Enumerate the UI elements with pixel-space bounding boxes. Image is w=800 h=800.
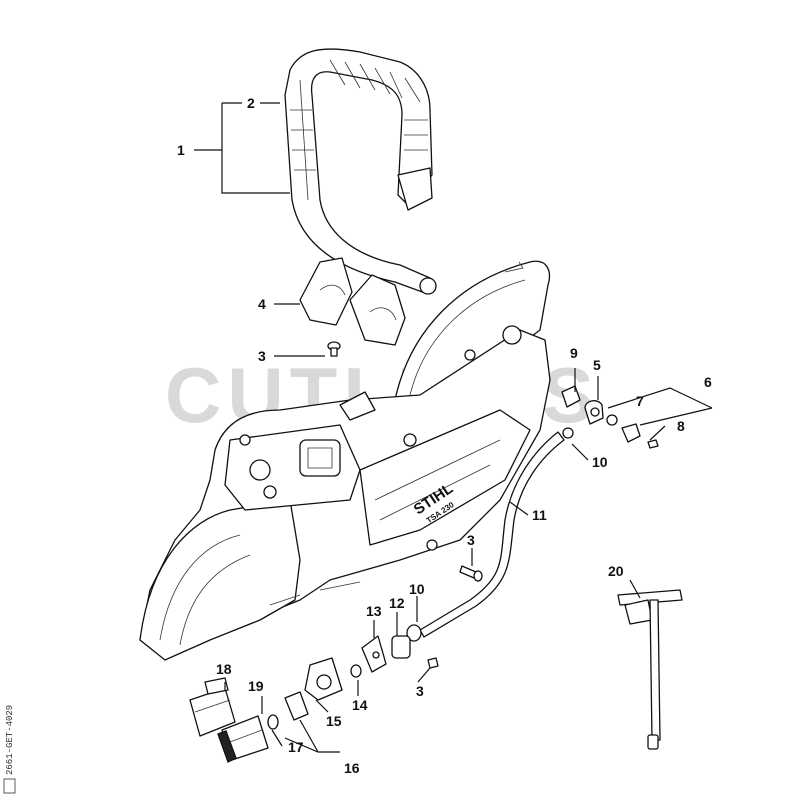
part-label-3-upper: 3 bbox=[258, 348, 266, 364]
part-label-16: 16 bbox=[344, 760, 360, 776]
valve-assembly bbox=[304, 624, 439, 701]
drawing-code-box bbox=[3, 778, 16, 794]
part-label-3-middle: 3 bbox=[467, 532, 475, 548]
front-handle bbox=[284, 48, 437, 295]
part-label-7: 7 bbox=[636, 393, 644, 409]
part-label-2: 2 bbox=[247, 95, 255, 111]
part-label-10-lower: 10 bbox=[409, 581, 425, 597]
part-label-3-lower: 3 bbox=[416, 683, 424, 699]
saw-housing: STIHL TSA 230 bbox=[139, 260, 551, 661]
screw-upper bbox=[327, 341, 341, 357]
part-label-8: 8 bbox=[677, 418, 685, 434]
part-label-4: 4 bbox=[258, 296, 266, 312]
part-label-20: 20 bbox=[608, 563, 624, 579]
part-label-1: 1 bbox=[177, 142, 185, 158]
part-label-9: 9 bbox=[570, 345, 578, 361]
part-label-5: 5 bbox=[593, 357, 601, 373]
part-labels: 1 2 4 3 9 5 6 7 8 10 11 3 20 10 12 13 18… bbox=[177, 95, 712, 776]
combination-wrench bbox=[617, 589, 683, 750]
part-label-11: 11 bbox=[532, 507, 547, 523]
water-hose bbox=[419, 431, 565, 638]
leader-lines bbox=[194, 102, 713, 753]
part-label-15: 15 bbox=[326, 713, 342, 729]
part-label-13: 13 bbox=[366, 603, 382, 619]
part-label-12: 12 bbox=[389, 595, 405, 611]
part-label-14: 14 bbox=[352, 697, 368, 713]
part-label-10-upper: 10 bbox=[592, 454, 608, 470]
part-label-17: 17 bbox=[288, 739, 304, 755]
coupling-assembly bbox=[189, 677, 309, 763]
part-label-19: 19 bbox=[248, 678, 264, 694]
screw-middle bbox=[459, 565, 483, 582]
part-label-18: 18 bbox=[216, 661, 232, 677]
part-label-6: 6 bbox=[704, 374, 712, 390]
hose-fitting-assembly bbox=[561, 385, 659, 449]
drawing-code: 2661-GET-4029 bbox=[5, 705, 15, 775]
handle-clamp bbox=[299, 257, 406, 346]
